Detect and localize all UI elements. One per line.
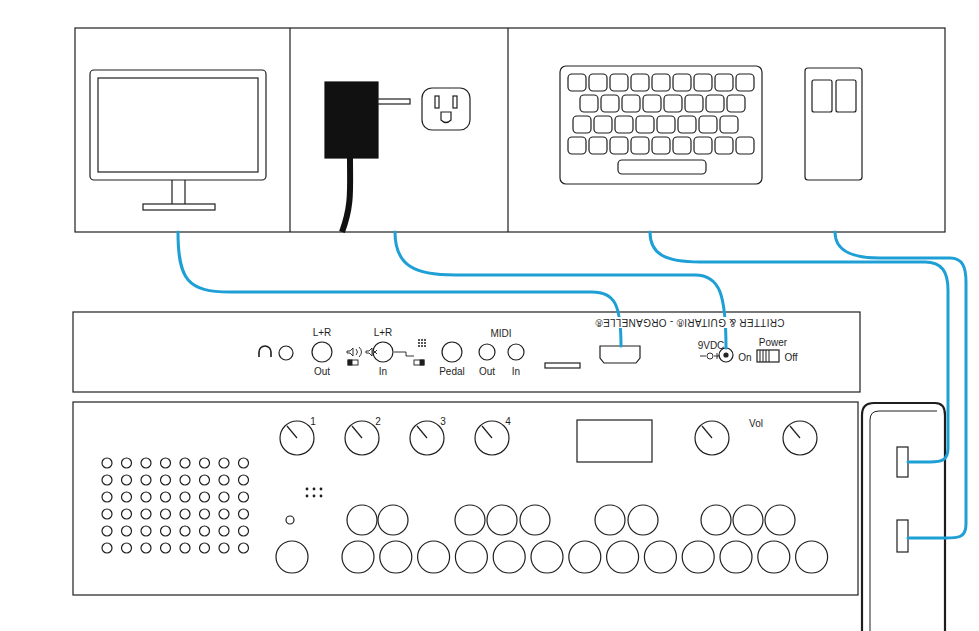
jack-label: MIDI — [490, 328, 511, 339]
knob-number: 2 — [375, 416, 381, 427]
knob-number: 1 — [310, 416, 316, 427]
hdmi-cable — [178, 232, 621, 346]
jack-label: L+R — [313, 327, 332, 338]
brand-name: CRITTER & GUITARI® - ORGANELLE® — [593, 317, 786, 328]
jack-label: In — [379, 366, 387, 377]
jack-label: Out — [479, 366, 495, 377]
switch-label: Off — [784, 352, 797, 363]
accessory-panel — [75, 28, 945, 232]
wall-outlet-icon — [422, 88, 470, 130]
usb-hub — [862, 403, 945, 631]
back-panel — [73, 312, 860, 392]
knob-label: Vol — [749, 418, 763, 429]
front-panel — [73, 402, 858, 595]
keyboard-icon — [560, 66, 762, 184]
jack-label: Out — [314, 366, 330, 377]
jack-label: L+R — [374, 327, 393, 338]
monitor-icon — [90, 70, 266, 210]
jack-label: Pedal — [439, 366, 465, 377]
jack-label: In — [512, 366, 520, 377]
power-adapter-icon — [325, 82, 410, 232]
cables — [178, 232, 966, 538]
knob-number: 4 — [505, 416, 511, 427]
usb-cable — [650, 232, 948, 462]
switch-label: On — [738, 352, 751, 363]
knob-number: 3 — [440, 416, 446, 427]
power-label: 9VDC — [698, 340, 725, 351]
switch-label: Power — [759, 337, 787, 348]
footswitch-icon — [805, 68, 862, 180]
power-cable — [395, 232, 726, 348]
usb-cable — [835, 232, 966, 538]
